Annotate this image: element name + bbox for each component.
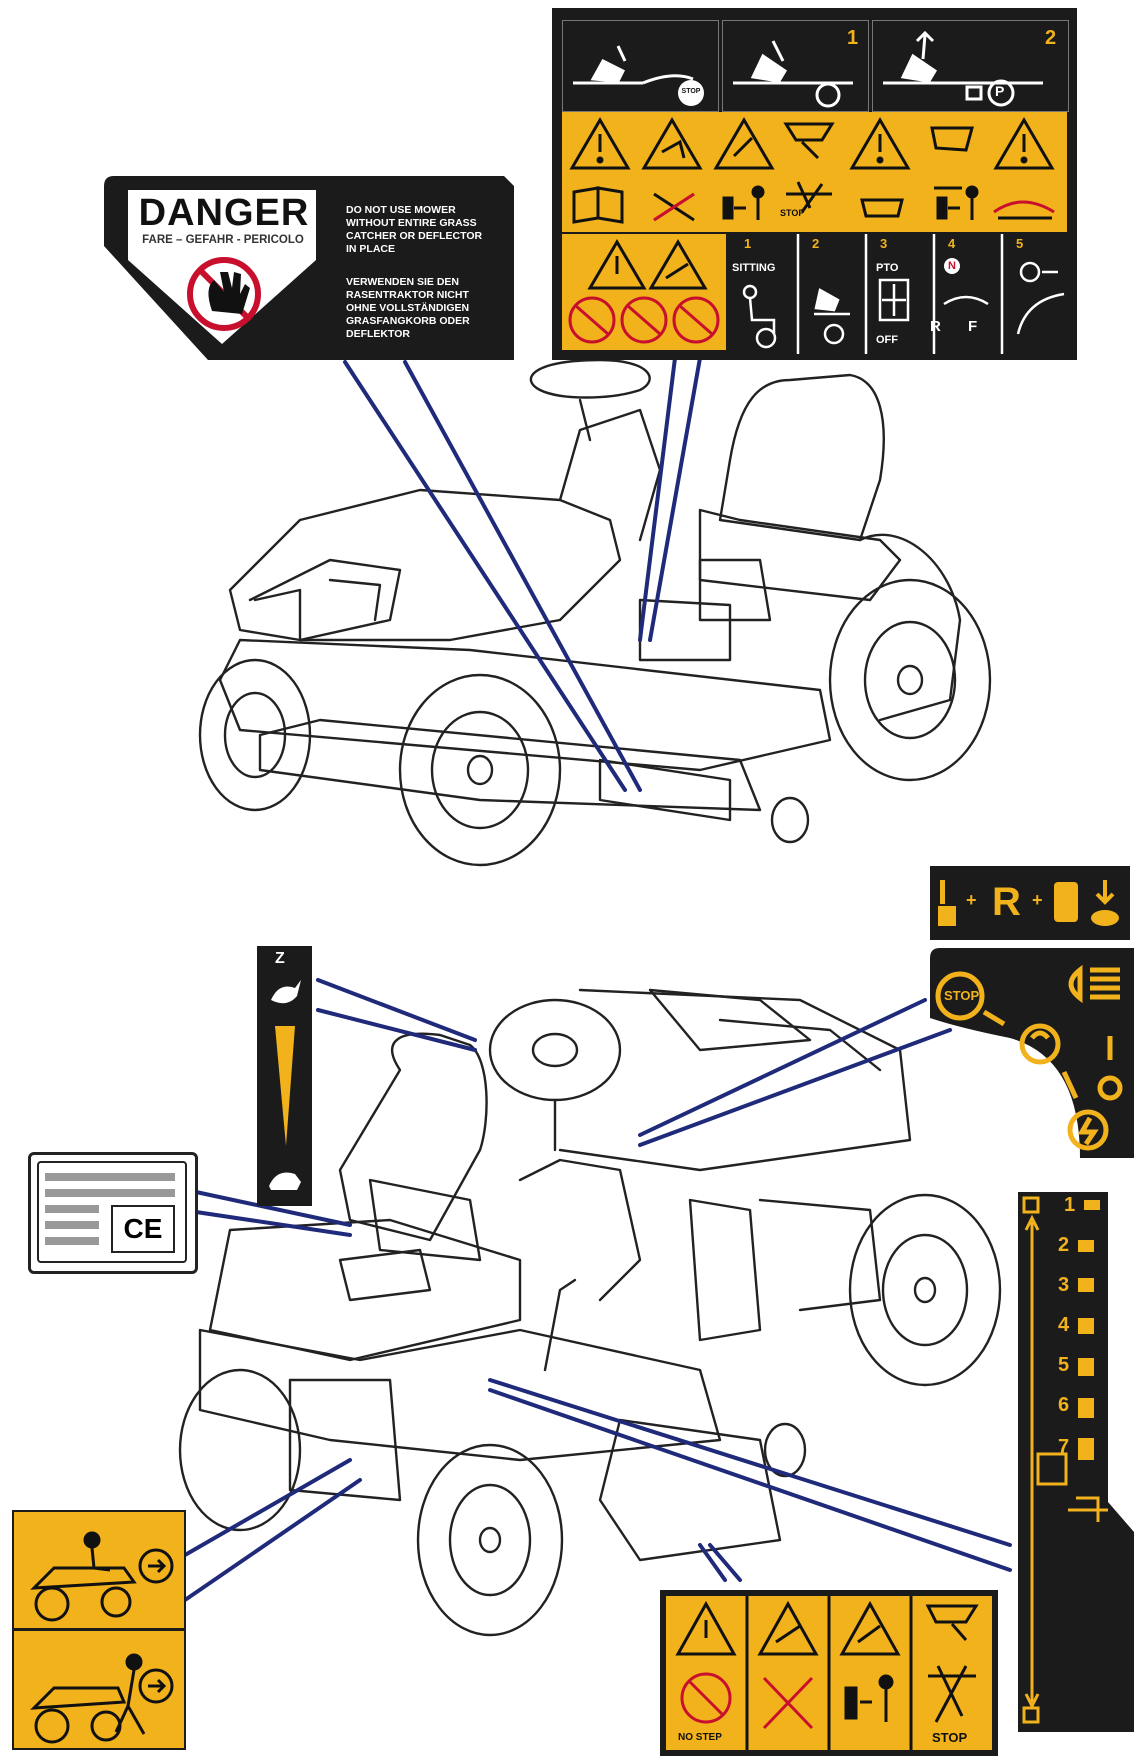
lever-icon bbox=[940, 880, 945, 904]
height-level-4: 4 bbox=[1058, 1314, 1070, 1336]
no-step-text: NO STEP bbox=[678, 1732, 722, 1743]
op-num-1: 1 bbox=[744, 236, 752, 251]
tractor-icon bbox=[1054, 882, 1078, 922]
danger-en-line-3: CATCHER OR DEFLECTOR bbox=[346, 230, 483, 242]
leader-lines bbox=[183, 356, 1012, 1602]
op-num-3: 3 bbox=[880, 236, 888, 251]
seat-switch-icon bbox=[138, 1548, 174, 1584]
plate-text-line bbox=[45, 1205, 99, 1213]
plate-text-line bbox=[45, 1237, 99, 1245]
plus-sign: + bbox=[966, 890, 977, 910]
danger-en-line-1: DO NOT USE MOWER bbox=[346, 204, 456, 216]
danger-de-line-1: VERWENDEN SIE DEN bbox=[346, 276, 459, 288]
warning-icons bbox=[569, 117, 1055, 224]
operation-steps: 1 2 3 4 5 SITTING PTO OFF N R F bbox=[730, 234, 1070, 354]
headlight-icon bbox=[1068, 964, 1083, 1004]
bottom-safety-label: NO STEP STOP bbox=[660, 1590, 998, 1756]
step-2-panel: P 2 bbox=[872, 20, 1069, 112]
upper-tractor bbox=[198, 358, 992, 867]
neutral-badge: N bbox=[944, 258, 960, 274]
park-badge: P bbox=[995, 83, 1005, 99]
operator-icon bbox=[83, 1531, 101, 1549]
rabbit-icon bbox=[271, 980, 301, 1004]
danger-subtitle: FARE – GEFAHR - PERICOLO bbox=[142, 234, 304, 246]
plate-text-line bbox=[45, 1173, 175, 1181]
step-1-panel: 1 bbox=[722, 20, 869, 112]
reverse-letter: R bbox=[992, 880, 1021, 924]
stop-badge: STOP bbox=[681, 88, 701, 95]
brake-stop-panel: STOP bbox=[562, 20, 719, 112]
danger-de-line-5: DEFLEKTOR bbox=[346, 328, 410, 340]
op-num-5: 5 bbox=[1016, 236, 1024, 251]
ce-plate-inner: CE bbox=[37, 1161, 187, 1263]
op-num-4: 4 bbox=[948, 236, 956, 251]
speed-label: Z bbox=[257, 946, 312, 1206]
lower-tractor bbox=[178, 988, 1002, 1637]
top-safety-label: STOP 1 P 2 bbox=[552, 8, 1077, 360]
height-level-icons bbox=[1078, 1200, 1100, 1460]
reverse-label: R bbox=[930, 318, 941, 335]
off-label: OFF bbox=[876, 334, 898, 346]
step-1-number: 1 bbox=[847, 27, 859, 49]
stop-icon bbox=[935, 971, 985, 1021]
height-level-3: 3 bbox=[1058, 1274, 1070, 1296]
height-level-2: 2 bbox=[1058, 1234, 1070, 1256]
danger-de-line-2: RASENTRAKTOR NICHT bbox=[346, 289, 469, 301]
plus-sign: + bbox=[1032, 890, 1043, 910]
height-level-1: 1 bbox=[1064, 1194, 1076, 1216]
run-icon bbox=[1019, 1023, 1061, 1065]
deck-icon bbox=[938, 906, 956, 926]
plate-text-line bbox=[45, 1189, 175, 1197]
button-icon bbox=[1091, 910, 1119, 926]
speed-wedge-icon bbox=[275, 1026, 295, 1146]
height-level-7: 7 bbox=[1058, 1436, 1070, 1458]
danger-title: DANGER bbox=[138, 192, 310, 234]
danger-en-line-2: WITHOUT ENTIRE GRASS bbox=[346, 217, 477, 229]
wheel-icon bbox=[34, 1586, 70, 1622]
operation-icons bbox=[742, 234, 1065, 354]
reverse-mowing-label: + R + bbox=[930, 866, 1130, 940]
danger-de-line-4: GRASFANGKORB ODER bbox=[346, 315, 470, 327]
plate-text-line bbox=[45, 1221, 99, 1229]
height-level-5: 5 bbox=[1058, 1354, 1070, 1376]
warning-row: STOP bbox=[562, 112, 1067, 232]
deck-height-icon bbox=[1036, 1452, 1068, 1486]
ignition-label: STOP bbox=[930, 948, 1134, 1158]
pto-label: PTO bbox=[876, 262, 899, 274]
op-num-2: 2 bbox=[812, 236, 820, 251]
ignition-stop-text: STOP bbox=[944, 988, 980, 1003]
forward-label: F bbox=[968, 318, 978, 335]
height-level-6: 6 bbox=[1058, 1394, 1070, 1416]
bottom-stop-text: STOP bbox=[932, 1730, 968, 1745]
warning-stop-text: STOP bbox=[780, 208, 805, 218]
danger-de-line-3: OHNE VOLLSTÄNDIGEN bbox=[346, 302, 470, 314]
cutting-height-label: 1 2 3 4 5 6 7 bbox=[1018, 1192, 1134, 1732]
ce-mark: CE bbox=[111, 1205, 175, 1253]
hazard-cluster bbox=[562, 234, 726, 350]
speed-top-glyph: Z bbox=[275, 950, 285, 967]
danger-en-line-4: IN PLACE bbox=[346, 243, 396, 255]
turtle-icon bbox=[269, 1172, 301, 1190]
danger-sign: DANGER FARE – GEFAHR - PERICOLO DO NOT U… bbox=[104, 176, 514, 360]
step-2-number: 2 bbox=[1045, 27, 1057, 49]
sitting-label: SITTING bbox=[732, 262, 776, 274]
seat-safety-label bbox=[12, 1510, 186, 1750]
bottom-label-inner: NO STEP STOP bbox=[666, 1596, 992, 1750]
start-icon bbox=[1067, 1109, 1109, 1151]
seat-label-divider bbox=[14, 1628, 184, 1631]
ce-plate: CE bbox=[28, 1152, 198, 1274]
